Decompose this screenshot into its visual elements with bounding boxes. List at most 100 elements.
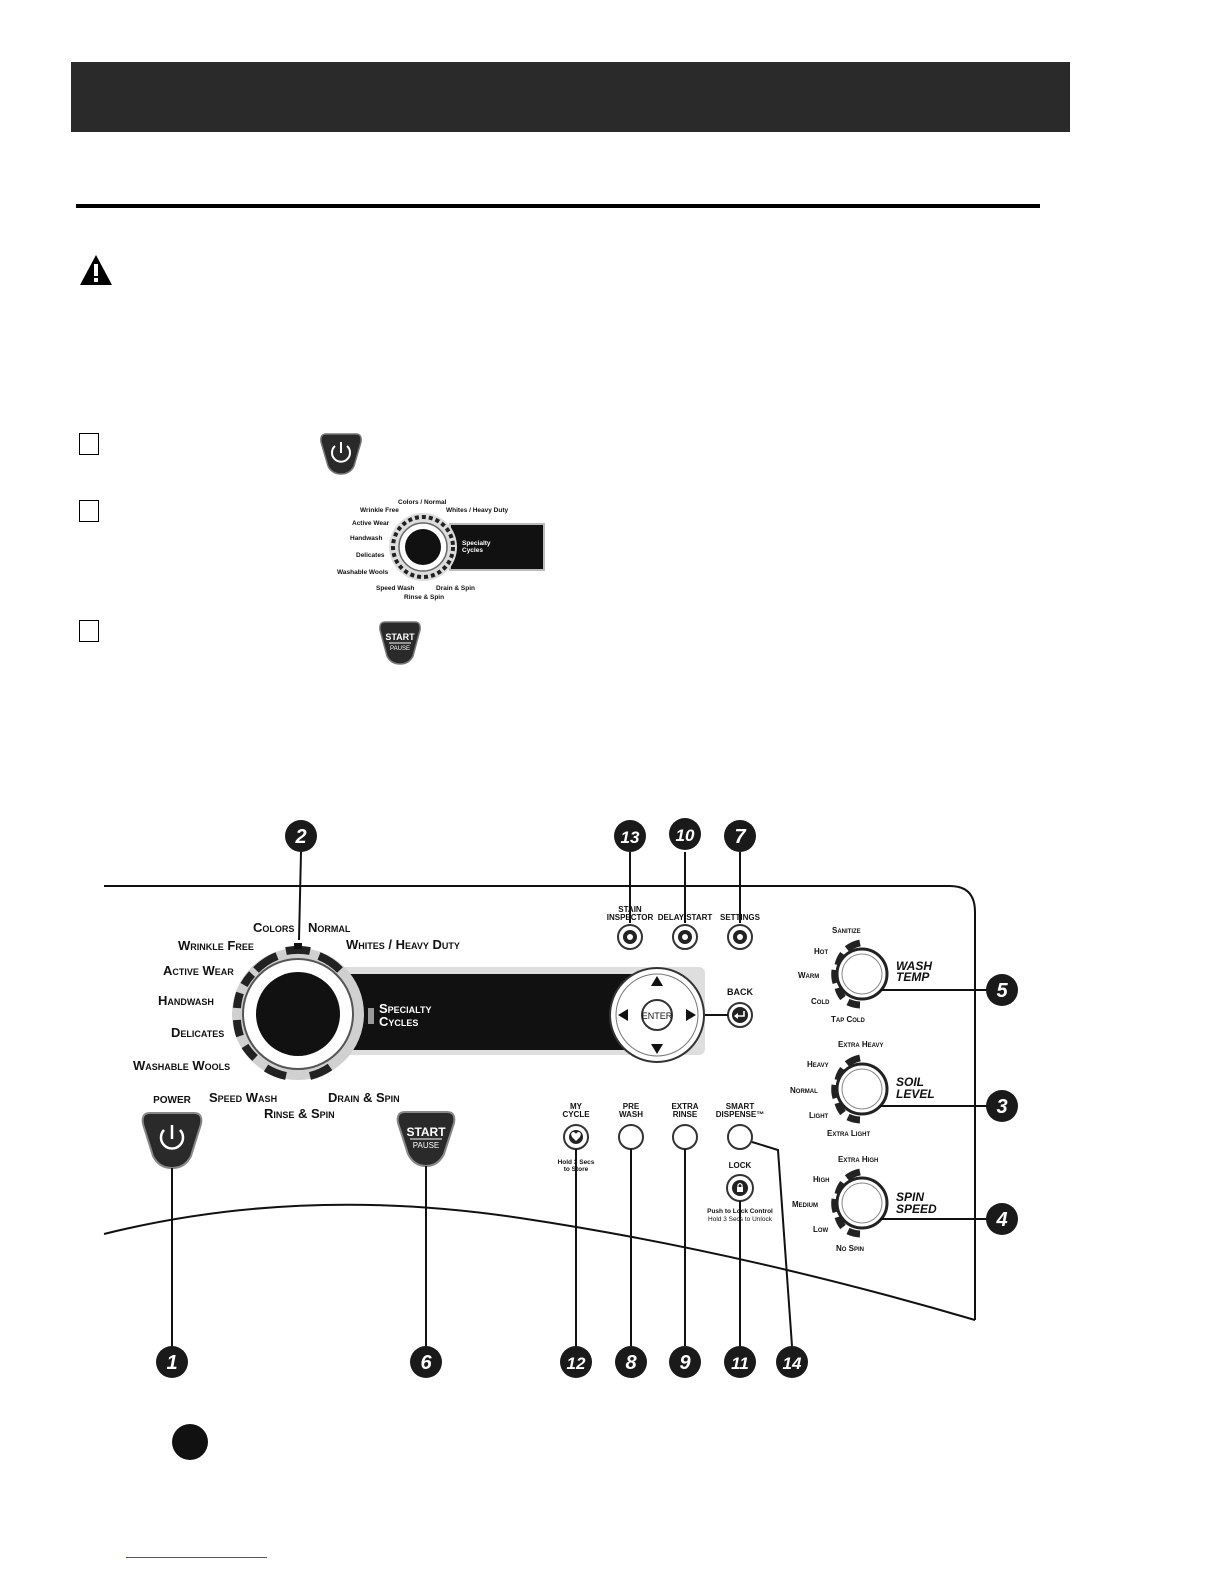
step-start-pause-icon: START PAUSE <box>379 621 421 665</box>
extra-rinse-label: EXTRA <box>671 1102 698 1111</box>
wash-temp-title: WASH <box>896 959 932 973</box>
back-icon <box>732 1007 748 1023</box>
wash-temp-knob[interactable] <box>831 939 889 1009</box>
callouts: 2 13 10 7 5 3 4 1 6 12 8 9 11 14 <box>156 818 1018 1378</box>
svg-text:LEVEL: LEVEL <box>896 1087 935 1101</box>
spin-speed-level: Medium <box>792 1200 818 1209</box>
delay-start-button[interactable] <box>672 924 698 950</box>
small-dial-label: Speed Wash <box>376 585 414 592</box>
step-2-checkbox[interactable] <box>79 500 99 522</box>
callout-2: 2 <box>294 826 306 848</box>
start-pause-button[interactable]: START PAUSE <box>396 1111 456 1168</box>
soil-level-level: Normal <box>790 1086 818 1095</box>
callout-5: 5 <box>996 980 1008 1002</box>
spin-speed-level: Extra High <box>838 1155 878 1164</box>
wash-temp-level: Sanitize <box>832 926 861 935</box>
up-arrow-icon[interactable] <box>651 976 663 986</box>
cycle-active-wear: Active Wear <box>163 963 234 978</box>
callout-1: 1 <box>166 1352 177 1374</box>
cycle-wrinkle-free: Wrinkle Free <box>178 938 254 953</box>
callout-6: 6 <box>420 1352 432 1374</box>
cycle-speed-wash: Speed Wash <box>209 1090 277 1105</box>
power-icon <box>159 1129 185 1150</box>
wash-temp-level: Tap Cold <box>831 1015 866 1024</box>
small-dial-label: Delicates <box>356 552 385 559</box>
wash-temp-level: Hot <box>814 947 828 956</box>
cycle-whites-heavy-duty: Whites / Heavy Duty <box>346 937 460 952</box>
step-1-checkbox[interactable] <box>79 433 99 455</box>
callout-12: 12 <box>567 1354 586 1373</box>
spin-speed-level: High <box>813 1175 829 1184</box>
power-button[interactable] <box>141 1112 203 1170</box>
svg-text:Specialty: Specialty <box>379 1001 432 1016</box>
svg-text:PAUSE: PAUSE <box>390 646 410 652</box>
settings-button[interactable] <box>727 924 753 950</box>
lock-button[interactable] <box>726 1174 754 1202</box>
small-dial-label: Rinse & Spin <box>404 594 444 601</box>
soil-level-level: Extra Heavy <box>838 1040 884 1049</box>
callout-10: 10 <box>676 826 695 845</box>
heart-icon <box>571 1132 581 1141</box>
soil-level-level: Heavy <box>807 1060 829 1069</box>
wash-temp-level: Warm <box>798 971 819 980</box>
cycle-rinse-spin: Rinse & Spin <box>264 1106 335 1121</box>
svg-text:ENTER: ENTER <box>642 1011 673 1021</box>
svg-text:DISPENSE™: DISPENSE™ <box>716 1110 764 1119</box>
stain-inspector-button[interactable] <box>617 924 643 950</box>
soil-level-level: Light <box>809 1111 829 1120</box>
soil-level-knob[interactable] <box>831 1054 889 1124</box>
smart-dispense-button[interactable] <box>727 1124 753 1150</box>
callout-13: 13 <box>621 828 640 847</box>
small-dial-label: Specialty <box>462 540 491 547</box>
soil-level-level: Extra Light <box>827 1129 870 1138</box>
callout-9: 9 <box>679 1352 691 1374</box>
section-rule <box>76 204 1040 208</box>
step-3-checkbox[interactable] <box>79 620 99 642</box>
callout-11: 11 <box>731 1354 749 1373</box>
svg-text:START: START <box>385 632 415 642</box>
small-dial-label: Washable Wools <box>337 569 389 576</box>
svg-text:RINSE: RINSE <box>673 1110 698 1119</box>
right-arrow-icon[interactable] <box>686 1009 696 1021</box>
back-label: BACK <box>727 987 753 997</box>
bottom-link-underline[interactable] <box>126 1557 267 1558</box>
spin-speed-level: No Spin <box>836 1244 864 1253</box>
left-arrow-icon[interactable] <box>618 1009 628 1021</box>
svg-text:SPEED: SPEED <box>896 1202 937 1216</box>
down-arrow-icon[interactable] <box>651 1044 663 1054</box>
callout-14: 14 <box>783 1354 802 1373</box>
header-bar <box>71 62 1070 132</box>
step-cycle-dial: Colors / Normal Wrinkle Free Whites / He… <box>337 499 545 601</box>
small-dial-label: Cycles <box>462 547 483 554</box>
cycle-handwash: Handwash <box>158 993 214 1008</box>
svg-text:Cycles: Cycles <box>379 1014 418 1029</box>
legend-bullet <box>172 1424 208 1460</box>
specialty-cycles-label: Specialty Cycles <box>379 1001 432 1029</box>
cycle-normal: Normal <box>308 920 351 935</box>
small-dial-label: Colors / Normal <box>398 499 447 506</box>
my-cycle-label: MY <box>570 1102 583 1111</box>
lock-icon <box>737 1187 743 1192</box>
svg-text:CYCLE: CYCLE <box>562 1110 590 1119</box>
small-dial-label: Drain & Spin <box>436 585 475 592</box>
cycle-delicates: Delicates <box>171 1025 224 1040</box>
cycle-selector-knob[interactable] <box>256 972 340 1056</box>
step-power-icon <box>320 433 362 475</box>
enter-button[interactable] <box>641 999 673 1031</box>
my-cycle-button[interactable] <box>563 1124 589 1150</box>
pre-wash-button[interactable] <box>618 1124 644 1150</box>
spin-speed-level: Low <box>813 1225 829 1234</box>
warning-icon <box>80 255 112 285</box>
callout-8: 8 <box>625 1352 637 1374</box>
pre-wash-label: PRE <box>623 1102 640 1111</box>
spin-speed-title: SPIN <box>896 1190 924 1204</box>
extra-rinse-button[interactable] <box>672 1124 698 1150</box>
small-dial-label: Handwash <box>350 535 383 542</box>
spin-speed-knob[interactable] <box>831 1168 889 1238</box>
wash-temp-level: Cold <box>811 997 830 1006</box>
small-dial-label: Active Wear <box>352 520 390 527</box>
cycle-washable-wools: Washable Wools <box>133 1058 230 1073</box>
small-dial-label: Wrinkle Free <box>360 507 399 514</box>
svg-text:WASH: WASH <box>619 1110 643 1119</box>
callout-7: 7 <box>734 826 746 848</box>
